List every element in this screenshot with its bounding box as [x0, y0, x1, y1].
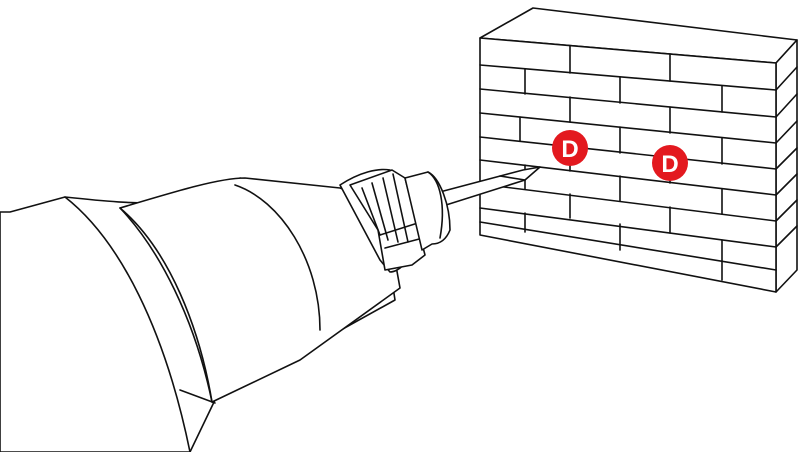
brick-wall-icon [479, 7, 798, 293]
brick-joints [519, 45, 723, 281]
wall-side-courses [775, 66, 798, 248]
drill-point-marker-icon: D D [552, 130, 688, 181]
drill-icon [0, 166, 541, 452]
brick-courses [479, 64, 777, 271]
drill-body-front [119, 177, 401, 403]
drill-chuck-nose [404, 171, 451, 251]
chuck-ribs [361, 173, 424, 249]
drill-point-marker-2 [652, 145, 688, 181]
drill-point-marker-1-label: D [561, 136, 578, 163]
drill-chuck [349, 169, 426, 271]
drill-point-marker-2-label: D [661, 151, 678, 178]
drill-point-marker-1 [552, 130, 588, 166]
wall-front-face [479, 37, 777, 293]
